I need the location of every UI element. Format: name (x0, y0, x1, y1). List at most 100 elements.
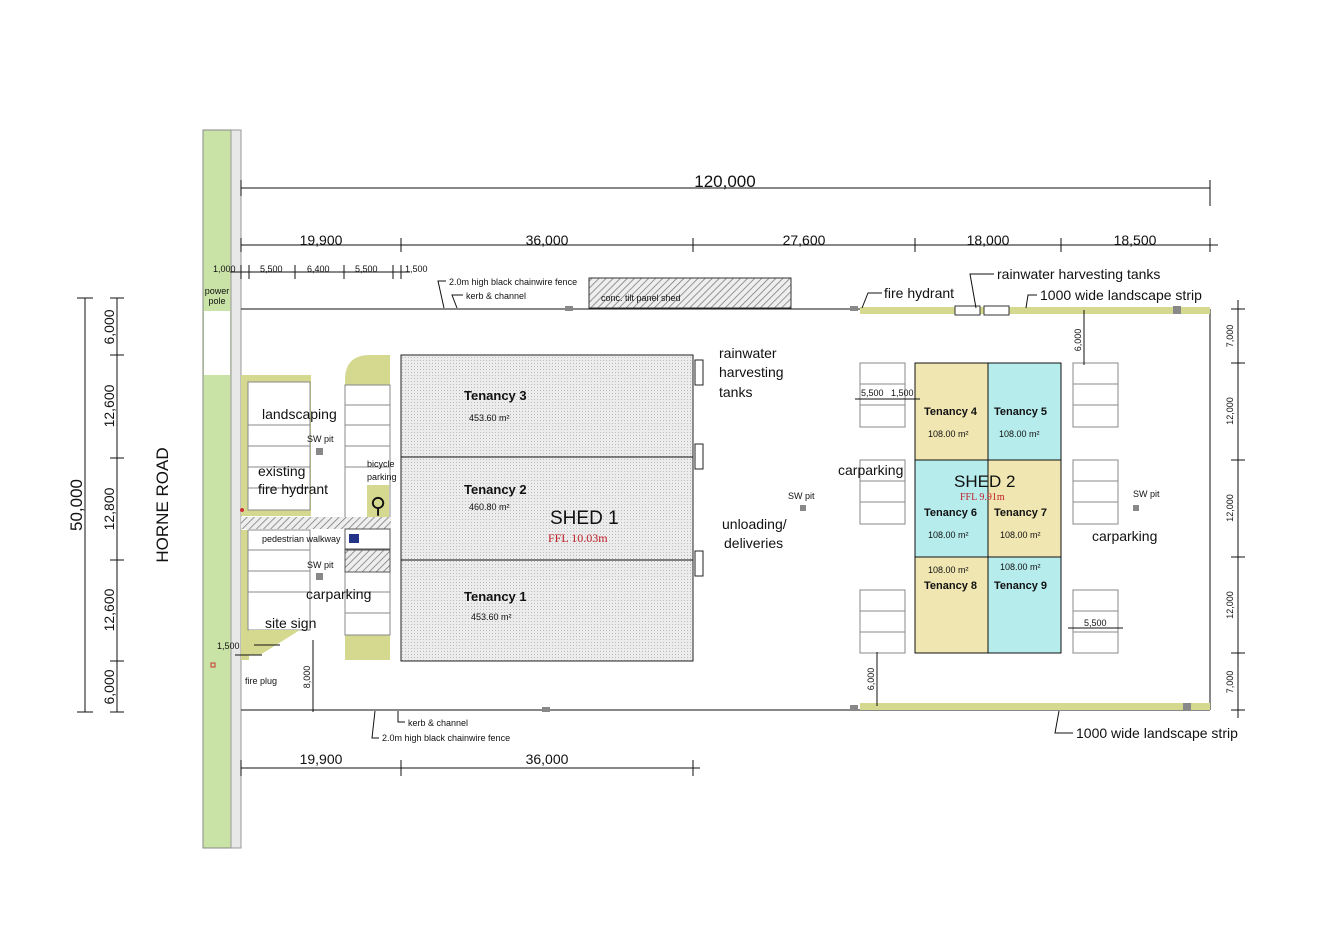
tenancy-6-name: Tenancy 6 (924, 507, 977, 519)
dim-right: 12,000 (1225, 397, 1235, 425)
fence-label: 2.0m high black chainwire fence (449, 277, 577, 287)
shed-2: Tenancy 4 108.00 m² Tenancy 5 108.00 m² … (838, 362, 1160, 654)
carparking-label: carparking (306, 586, 371, 602)
bicycle-parking-label: parking (367, 472, 397, 482)
tenancy-3-area: 453.60 m² (469, 413, 510, 423)
tenancy-7-area: 108.00 m² (1000, 530, 1041, 540)
fire-hydrant-label: fire hydrant (884, 285, 954, 301)
tenancy-4-name: Tenancy 4 (924, 406, 978, 418)
sw-pit-label: SW pit (788, 491, 815, 501)
shed-2-parking (859, 362, 1119, 654)
dim-top: 27,600 (783, 232, 826, 248)
dim-small: 6,400 (307, 264, 330, 274)
sw-pit-label: SW pit (1133, 489, 1160, 499)
tenancy-9-name: Tenancy 9 (994, 580, 1047, 592)
rainwater-tank (694, 443, 704, 470)
tenancy-1-name: Tenancy 1 (464, 589, 527, 604)
callouts: 2.0m high black chainwire fence kerb & c… (371, 266, 1238, 743)
landscape-strip-top (860, 307, 1210, 314)
pedestrian-walkway (241, 517, 391, 529)
rainwater-tank (694, 359, 704, 386)
dim-bottom: 19,900 (300, 751, 343, 767)
unloading-label: deliveries (724, 535, 783, 551)
dimensions: 120,000 19,900 36,000 27,600 18,000 18,5… (67, 172, 1245, 776)
shed-2-name: SHED 2 (954, 472, 1015, 491)
tenancy-4-area: 108.00 m² (928, 429, 969, 439)
dim-right: 7,000 (1225, 325, 1235, 348)
tenancy-2-area: 460.80 m² (469, 502, 510, 512)
rainwater-tank (954, 305, 981, 316)
dim-right: 12,000 (1225, 591, 1235, 619)
tenancy-2-name: Tenancy 2 (464, 482, 527, 497)
dim-top: 18,000 (967, 232, 1010, 248)
unloading-label: unloading/ (722, 516, 787, 532)
dim-right: 12,000 (1225, 494, 1235, 522)
road-name: HORNE ROAD (153, 447, 172, 562)
shed-1: Tenancy 3 453.60 m² Tenancy 2 460.80 m² … (400, 345, 815, 662)
dim-bay: 1,500 (891, 388, 914, 398)
dim-bay: 5,500 (1084, 618, 1107, 628)
dim-sign: 1,500 (217, 641, 240, 651)
fence-label: 2.0m high black chainwire fence (382, 733, 510, 743)
rainwater-tank (983, 305, 1010, 316)
neighbour-shed (588, 277, 792, 309)
sw-pit-label: SW pit (307, 434, 334, 444)
sw-pit-label: SW pit (307, 560, 334, 570)
power-pole-label: pole (208, 296, 225, 306)
dim-setback: 8,000 (302, 666, 312, 689)
horne-road: power pole HORNE ROAD (153, 129, 242, 849)
kerb-label: kerb & channel (466, 291, 526, 301)
tenancy-8-name: Tenancy 8 (924, 580, 977, 592)
landscape-strip-label: 1000 wide landscape strip (1076, 725, 1238, 741)
shed-1-ffl: FFL 10.03m (548, 531, 608, 545)
dim-top: 36,000 (526, 232, 569, 248)
dim-small: 1,500 (405, 264, 428, 274)
landscape-strip-label: 1000 wide landscape strip (1040, 287, 1202, 303)
dim-left: 6,000 (101, 309, 117, 344)
carparking-label: carparking (1092, 528, 1157, 544)
tenancy-5-area: 108.00 m² (999, 429, 1040, 439)
rainwater-tank (694, 550, 704, 577)
dim-setback: 6,000 (866, 668, 876, 691)
existing-hydrant-label: existing (258, 463, 305, 479)
dim-small: 1,000 (213, 264, 236, 274)
rain-tanks-label: tanks (719, 384, 752, 400)
dim-bay: 5,500 (861, 388, 884, 398)
power-pole-label: power (205, 286, 230, 296)
dim-top: 18,500 (1114, 232, 1157, 248)
sw-pit (316, 448, 323, 455)
dim-small: 5,500 (260, 264, 283, 274)
pedestrian-walkway-label: pedestrian walkway (262, 534, 341, 544)
shed-1-name: SHED 1 (550, 508, 619, 529)
dim-small: 5,500 (355, 264, 378, 274)
existing-hydrant-label: fire hydrant (258, 481, 328, 497)
sw-pit (316, 573, 323, 580)
tenancy-5-name: Tenancy 5 (994, 406, 1047, 418)
shed-2-ffl: FFL 9.91m (960, 492, 1005, 503)
dim-top: 19,900 (300, 232, 343, 248)
site-sign-label: site sign (265, 615, 316, 631)
bicycle-parking-label: bicycle (367, 459, 395, 469)
rain-tanks-label: rainwater (719, 345, 777, 361)
dim-left: 12,800 (101, 487, 117, 530)
sw-pit (800, 505, 806, 511)
landscaping-label: landscaping (262, 406, 337, 422)
fire-plug-label: fire plug (245, 676, 277, 686)
dim-bottom: 36,000 (526, 751, 569, 767)
dim-left: 12,600 (101, 384, 117, 427)
dim-left: 12,600 (101, 588, 117, 631)
existing-hydrant (240, 508, 244, 512)
tenancy-3-name: Tenancy 3 (464, 388, 527, 403)
rain-tanks-label: harvesting (719, 364, 784, 380)
neighbour-shed-label: conc. tilt panel shed (601, 293, 681, 303)
dim-right: 7,000 (1225, 671, 1235, 694)
landscape-strip-bottom (860, 703, 1210, 710)
site-boundary (241, 277, 1211, 712)
bicycle-icon: ⚲ (370, 493, 386, 518)
fire-plug (210, 662, 216, 668)
tenancy-7-name: Tenancy 7 (994, 507, 1047, 519)
rain-tanks-label: rainwater harvesting tanks (997, 266, 1160, 282)
carparking-label: carparking (838, 462, 903, 478)
tenancy-6-area: 108.00 m² (928, 530, 969, 540)
